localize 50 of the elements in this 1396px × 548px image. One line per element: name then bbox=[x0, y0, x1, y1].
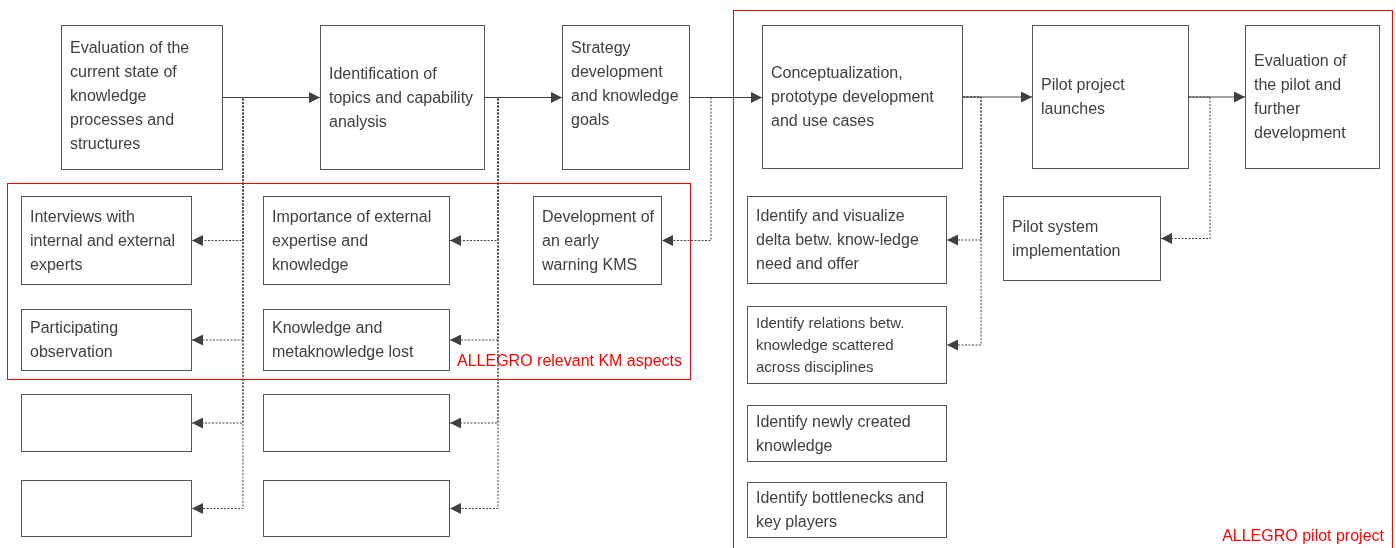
process-box bbox=[747, 196, 947, 284]
box-text: Identification of topics and capability analysis bbox=[329, 63, 475, 132]
box-text: Pilot system implementation bbox=[1012, 216, 1122, 261]
group-label: ALLEGRO pilot project bbox=[1222, 526, 1384, 546]
arrow bbox=[661, 97, 712, 246]
arrow bbox=[222, 92, 321, 103]
process-box bbox=[1032, 25, 1189, 169]
empty-box bbox=[21, 394, 192, 452]
box-text: Evaluation of the pilot and further development bbox=[1254, 51, 1348, 143]
process-box bbox=[1003, 196, 1161, 281]
box-text: Strategy development and knowledge goals bbox=[571, 38, 680, 130]
box-text: Knowledge and metaknowledge lost bbox=[272, 318, 415, 362]
process-box bbox=[747, 306, 947, 384]
arrow bbox=[1160, 96, 1211, 244]
process-box bbox=[21, 196, 192, 285]
process-box bbox=[533, 196, 662, 285]
arrow bbox=[449, 97, 499, 514]
box-text: Identify relations betw. knowledge scattered across disciplines bbox=[756, 313, 906, 377]
empty-box bbox=[263, 480, 450, 537]
arrow bbox=[962, 91, 1033, 103]
box-text: Evaluation of the current state of knowledge processes and structures bbox=[70, 38, 191, 154]
box-text: Pilot project launches bbox=[1041, 75, 1126, 119]
box-text: Identify and visualize delta betw. know-ledge need and offer bbox=[756, 206, 920, 274]
arrow bbox=[689, 92, 763, 103]
process-box bbox=[1245, 25, 1380, 169]
process-box bbox=[263, 196, 450, 285]
process-box bbox=[562, 25, 690, 170]
arrow bbox=[1188, 91, 1246, 103]
process-box bbox=[747, 405, 947, 462]
process-box bbox=[21, 309, 192, 371]
box-text: Participating observation bbox=[30, 318, 120, 362]
process-box bbox=[263, 309, 450, 371]
process-box bbox=[762, 25, 963, 169]
group-frame bbox=[733, 10, 1393, 548]
group-frame bbox=[7, 183, 691, 380]
box-text: Interviews with internal and external experts bbox=[30, 206, 176, 275]
box-text: Identify newly created knowledge bbox=[756, 411, 912, 456]
process-box bbox=[320, 25, 485, 170]
arrow bbox=[946, 96, 982, 351]
arrow bbox=[484, 92, 563, 103]
box-text: Conceptualization, prototype development and use cases bbox=[771, 63, 935, 131]
empty-box bbox=[263, 394, 450, 452]
box-text: Development of an early warning KMS bbox=[542, 206, 655, 275]
box-text: Importance of external expertise and knowledge bbox=[272, 206, 433, 275]
group-label: ALLEGRO relevant KM aspects bbox=[457, 351, 682, 371]
empty-box bbox=[21, 480, 192, 537]
process-box bbox=[747, 482, 947, 538]
box-text: Identify bottlenecks and key players bbox=[756, 488, 926, 532]
process-box bbox=[61, 25, 223, 170]
arrow bbox=[191, 97, 244, 514]
